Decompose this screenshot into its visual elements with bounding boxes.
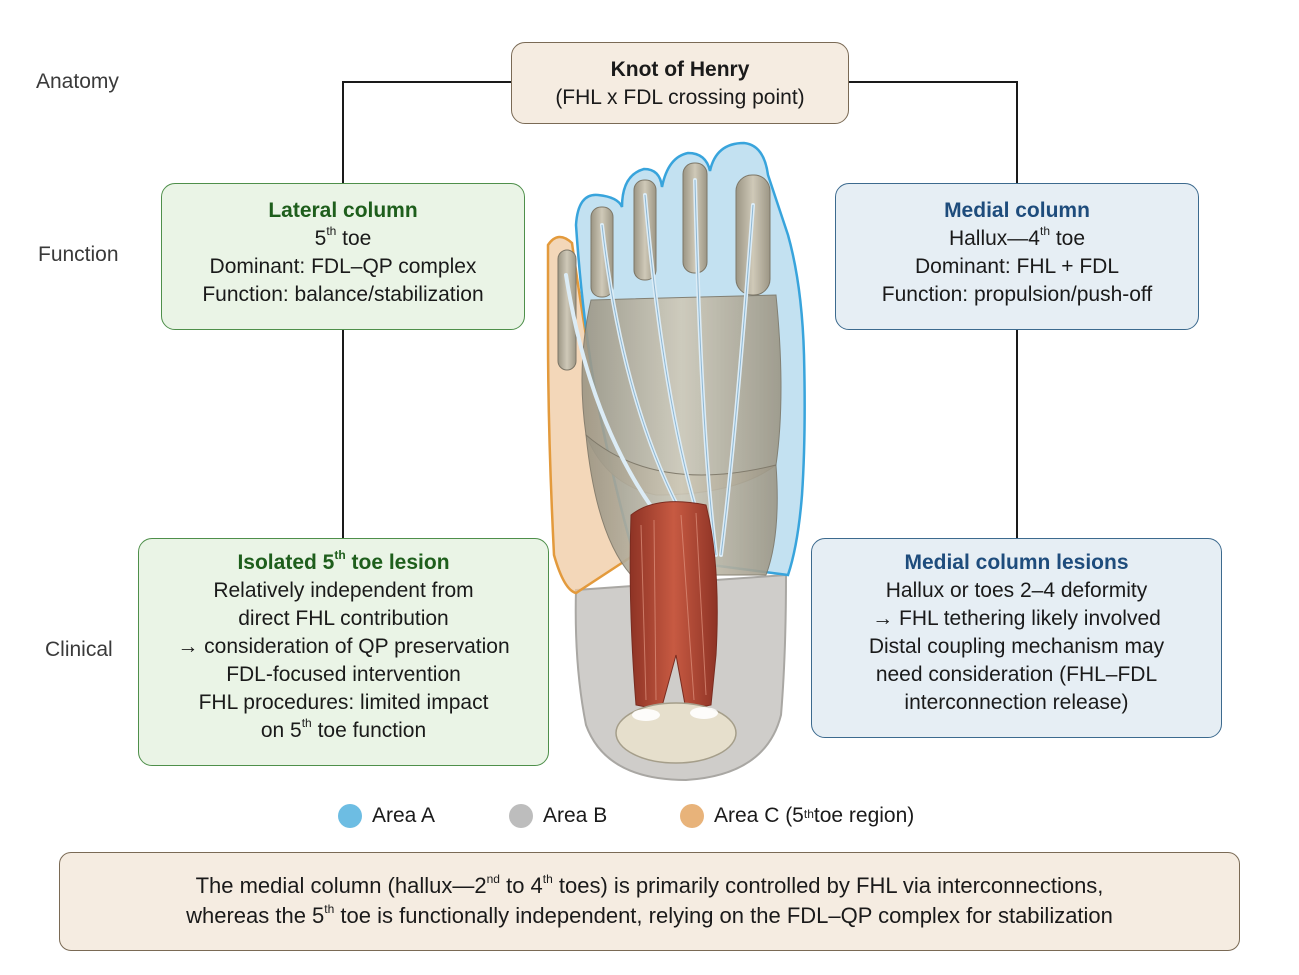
knot-title: Knot of Henry <box>610 58 750 81</box>
isolated-line-5: FHL procedures: limited impact <box>198 691 489 714</box>
connector-right-top <box>849 81 1018 183</box>
medial-lesions-line-5: interconnection release) <box>904 691 1129 714</box>
medial-lesions-line-2: → FHL tethering likely involved <box>872 607 1161 630</box>
legend-dot-area-c <box>680 804 704 828</box>
medial-function: Function: propulsion/push-off <box>881 283 1153 306</box>
isolated-line-2: direct FHL contribution <box>238 607 449 630</box>
lateral-toe: 5th toe <box>314 224 372 250</box>
quadratus-plantae-muscle <box>629 501 718 711</box>
legend-dot-area-a <box>338 804 362 828</box>
medial-title: Medial column <box>944 199 1090 222</box>
toe-bone-hallux <box>735 174 771 296</box>
summary-line-1: The medial column (hallux—2nd to 4th toe… <box>195 871 1104 898</box>
summary-box: The medial column (hallux—2nd to 4th toe… <box>59 852 1240 951</box>
lateral-function: Function: balance/stabilization <box>202 283 484 306</box>
medial-toe: Hallux—4th toe <box>948 224 1086 250</box>
legend-area-a: Area A <box>338 804 435 828</box>
knot-of-henry-box: Knot of Henry (FHL x FDL crossing point) <box>511 42 849 124</box>
medial-lesions-title: Medial column lesions <box>904 551 1129 574</box>
legend-dot-area-b <box>509 804 533 828</box>
medial-lesions-line-3: Distal coupling mechanism may <box>868 635 1165 658</box>
medial-lesions-line-4: need consideration (FHL–FDL <box>875 663 1158 686</box>
foot-illustration <box>546 141 806 782</box>
medial-lesions-box: Medial column lesions Hallux or toes 2–4… <box>811 538 1222 738</box>
medial-column-box: Medial column Hallux—4th toe Dominant: F… <box>835 183 1199 330</box>
lateral-dominant: Dominant: FDL–QP complex <box>209 255 477 278</box>
lateral-column-box: Lateral column 5th toe Dominant: FDL–QP … <box>161 183 525 330</box>
legend-area-b: Area B <box>509 804 607 828</box>
summary-line-2: whereas the 5th toe is functionally inde… <box>186 901 1113 928</box>
medial-lesions-line-1: Hallux or toes 2–4 deformity <box>885 579 1148 602</box>
isolated-line-4: FDL-focused intervention <box>226 663 461 686</box>
row-label-function: Function <box>38 243 119 266</box>
isolated-line-1: Relatively independent from <box>213 579 474 602</box>
isolated-line-3: → consideration of QP preservation <box>177 635 510 658</box>
row-label-clinical: Clinical <box>45 638 113 661</box>
knot-subtitle: (FHL x FDL crossing point) <box>555 86 805 109</box>
isolated-title: Isolated 5th toe lesion <box>237 548 450 574</box>
row-label-anatomy: Anatomy <box>36 70 119 93</box>
medial-dominant: Dominant: FHL + FDL <box>914 255 1120 278</box>
isolated-lesion-box: Isolated 5th toe lesion Relatively indep… <box>138 538 549 766</box>
toe-bone-5 <box>557 249 577 371</box>
isolated-line-6: on 5th toe function <box>260 716 427 742</box>
lateral-title: Lateral column <box>268 199 418 222</box>
connector-left-top <box>342 81 511 183</box>
